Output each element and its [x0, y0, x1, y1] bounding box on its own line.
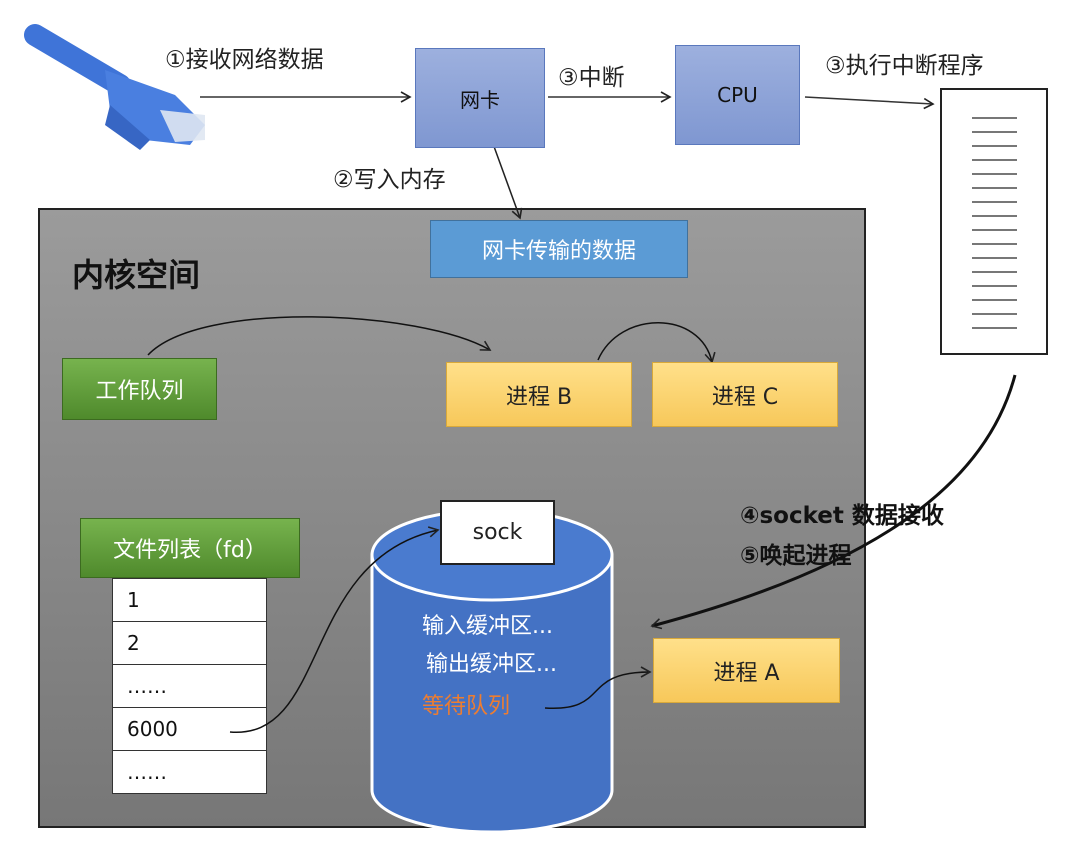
interrupt-handler-memory — [940, 88, 1048, 355]
fd-row: 2 — [113, 622, 266, 665]
fd-row: …… — [113, 665, 266, 708]
fd-row: 6000 — [113, 708, 266, 751]
cpu-box: CPU — [675, 45, 800, 145]
arrow-workqueue-to-b — [147, 316, 492, 356]
fd-list-title: 文件列表（fd） — [80, 518, 300, 578]
work-queue-box: 工作队列 — [62, 358, 217, 420]
process-a-box: 进程 A — [653, 638, 840, 703]
input-buffer-label: 输入缓冲区... — [422, 614, 553, 639]
arrow-b-to-c — [597, 322, 716, 364]
step3a-label: ③中断 — [558, 65, 625, 91]
arrow-interrupt-to-a — [650, 374, 1017, 630]
ethernet-cable-icon — [24, 24, 205, 150]
step4-label: ④socket 数据接收 — [740, 503, 944, 529]
nic-box: 网卡 — [415, 48, 545, 148]
arrow-cpu-to-handler — [804, 96, 935, 110]
output-buffer-label: 输出缓冲区... — [426, 652, 557, 677]
sock-box: sock — [440, 500, 555, 565]
step3b-label: ③执行中断程序 — [825, 53, 984, 79]
fd-row: 1 — [113, 579, 266, 622]
fd-table: 1 2 …… 6000 …… — [112, 578, 267, 794]
kernel-title: 内核空间 — [72, 256, 201, 294]
step2-label: ②写入内存 — [333, 167, 446, 193]
process-b-box: 进程 B — [446, 362, 632, 427]
step5-label: ⑤唤起进程 — [740, 543, 852, 569]
nic-data-box: 网卡传输的数据 — [430, 220, 688, 278]
process-c-box: 进程 C — [652, 362, 838, 427]
arrow-fd-to-sock — [229, 526, 440, 733]
fd-row: …… — [113, 751, 266, 794]
step1-label: ①接收网络数据 — [165, 47, 324, 73]
wait-queue-label: 等待队列 — [422, 694, 511, 719]
arrow-waitqueue-to-a — [544, 666, 652, 709]
memory-lines — [972, 117, 1017, 329]
